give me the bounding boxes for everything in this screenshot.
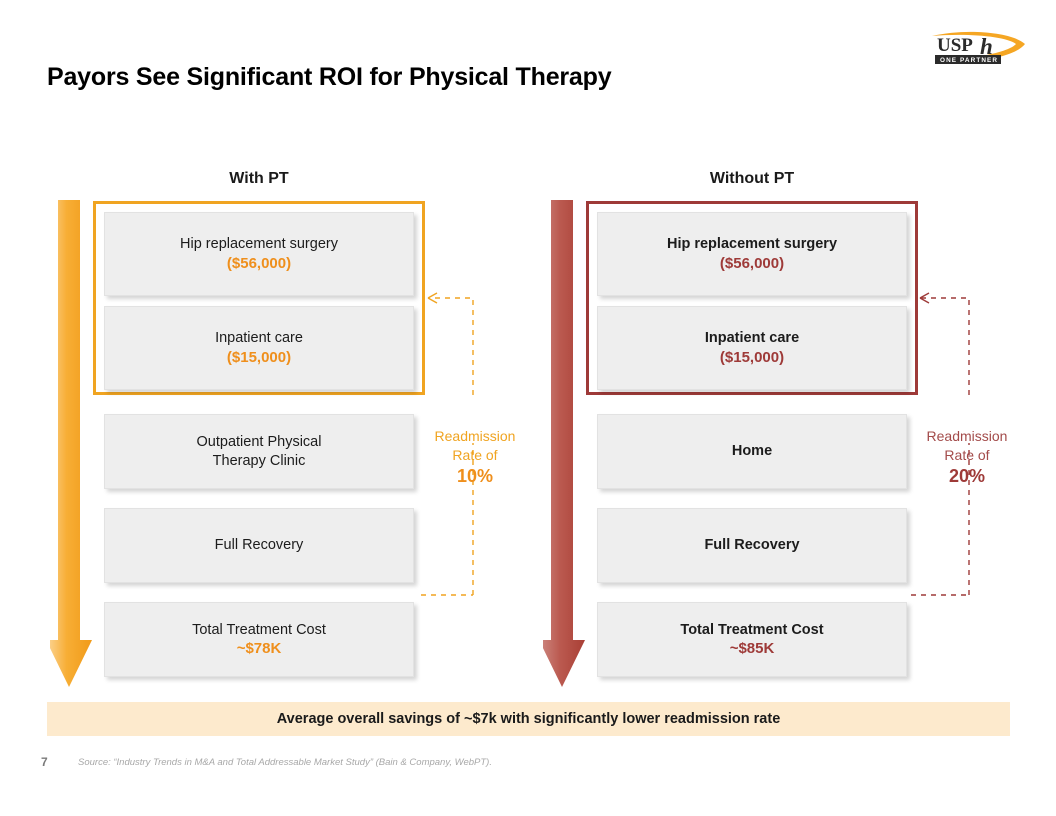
column-header-with-pt: With PT	[229, 170, 289, 187]
step-label: Hip replacement surgery	[180, 236, 338, 253]
step-box: Inpatient care ($15,000)	[597, 306, 907, 390]
step-amount: ~$85K	[729, 640, 775, 658]
savings-banner-text: Average overall savings of ~$7k with sig…	[276, 711, 781, 727]
step-box: Hip replacement surgery ($56,000)	[597, 212, 907, 296]
page-title: Payors See Significant ROI for Physical …	[47, 63, 612, 91]
with-pt-readmission-label: Readmission Rate of 10%	[419, 427, 531, 489]
logo-swoosh-icon	[932, 31, 1025, 62]
step-box: Home	[597, 414, 907, 489]
readmission-rate-value: 10%	[456, 466, 494, 487]
step-box: Full Recovery	[104, 508, 414, 583]
savings-banner: Average overall savings of ~$7k with sig…	[47, 702, 1010, 736]
step-box: Hip replacement surgery ($56,000)	[104, 212, 414, 296]
without-pt-grouped-outline	[586, 201, 918, 395]
logo-tagline-bar	[935, 55, 1001, 64]
readmission-line-1: Readmission	[434, 428, 516, 444]
step-label: Full Recovery	[704, 537, 800, 554]
step-amount: ~$78K	[236, 640, 282, 658]
step-box: Inpatient care ($15,000)	[104, 306, 414, 390]
with-pt-grouped-outline	[93, 201, 425, 395]
step-label: Total Treatment Cost	[680, 621, 824, 638]
without-pt-readmission-connector	[907, 285, 1031, 605]
readmission-rate-value: 20%	[948, 466, 986, 487]
step-label: Home	[731, 443, 773, 460]
logo-wordmark-h: h	[980, 34, 993, 59]
step-box: Outpatient Physical Therapy Clinic	[104, 414, 414, 489]
without-pt-readmission-label: Readmission Rate of 20%	[911, 427, 1023, 489]
usph-logo: USP h ONE PARTNER	[926, 24, 1032, 70]
with-pt-readmission-connector	[415, 285, 535, 605]
step-label: Total Treatment Cost	[192, 621, 326, 638]
step-label: Inpatient care	[704, 330, 800, 347]
step-label: Inpatient care	[215, 330, 303, 347]
source-citation: Source: “Industry Trends in M&A and Tota…	[78, 757, 492, 768]
step-label: Hip replacement surgery	[666, 236, 838, 253]
page-number: 7	[41, 755, 48, 769]
column-header-without-pt: Without PT	[709, 170, 795, 187]
step-amount: ($15,000)	[719, 348, 785, 366]
step-box: Total Treatment Cost ~$85K	[597, 602, 907, 677]
readmission-line-2: Rate of	[452, 446, 498, 463]
step-box: Total Treatment Cost ~$78K	[104, 602, 414, 677]
logo-tagline-text: ONE PARTNER	[940, 57, 998, 64]
step-label: Outpatient Physical Therapy Clinic	[196, 433, 322, 469]
step-amount: ($15,000)	[226, 348, 292, 366]
without-pt-flow-arrow	[539, 200, 587, 687]
step-amount: ($56,000)	[719, 254, 785, 272]
logo-wordmark-text: USP	[937, 35, 973, 56]
step-box: Full Recovery	[597, 508, 907, 583]
readmission-line-1: Readmission	[926, 428, 1008, 444]
step-amount: ($56,000)	[226, 254, 292, 272]
step-label: Full Recovery	[214, 537, 304, 554]
with-pt-flow-arrow	[46, 200, 94, 687]
readmission-line-2: Rate of	[944, 446, 990, 463]
